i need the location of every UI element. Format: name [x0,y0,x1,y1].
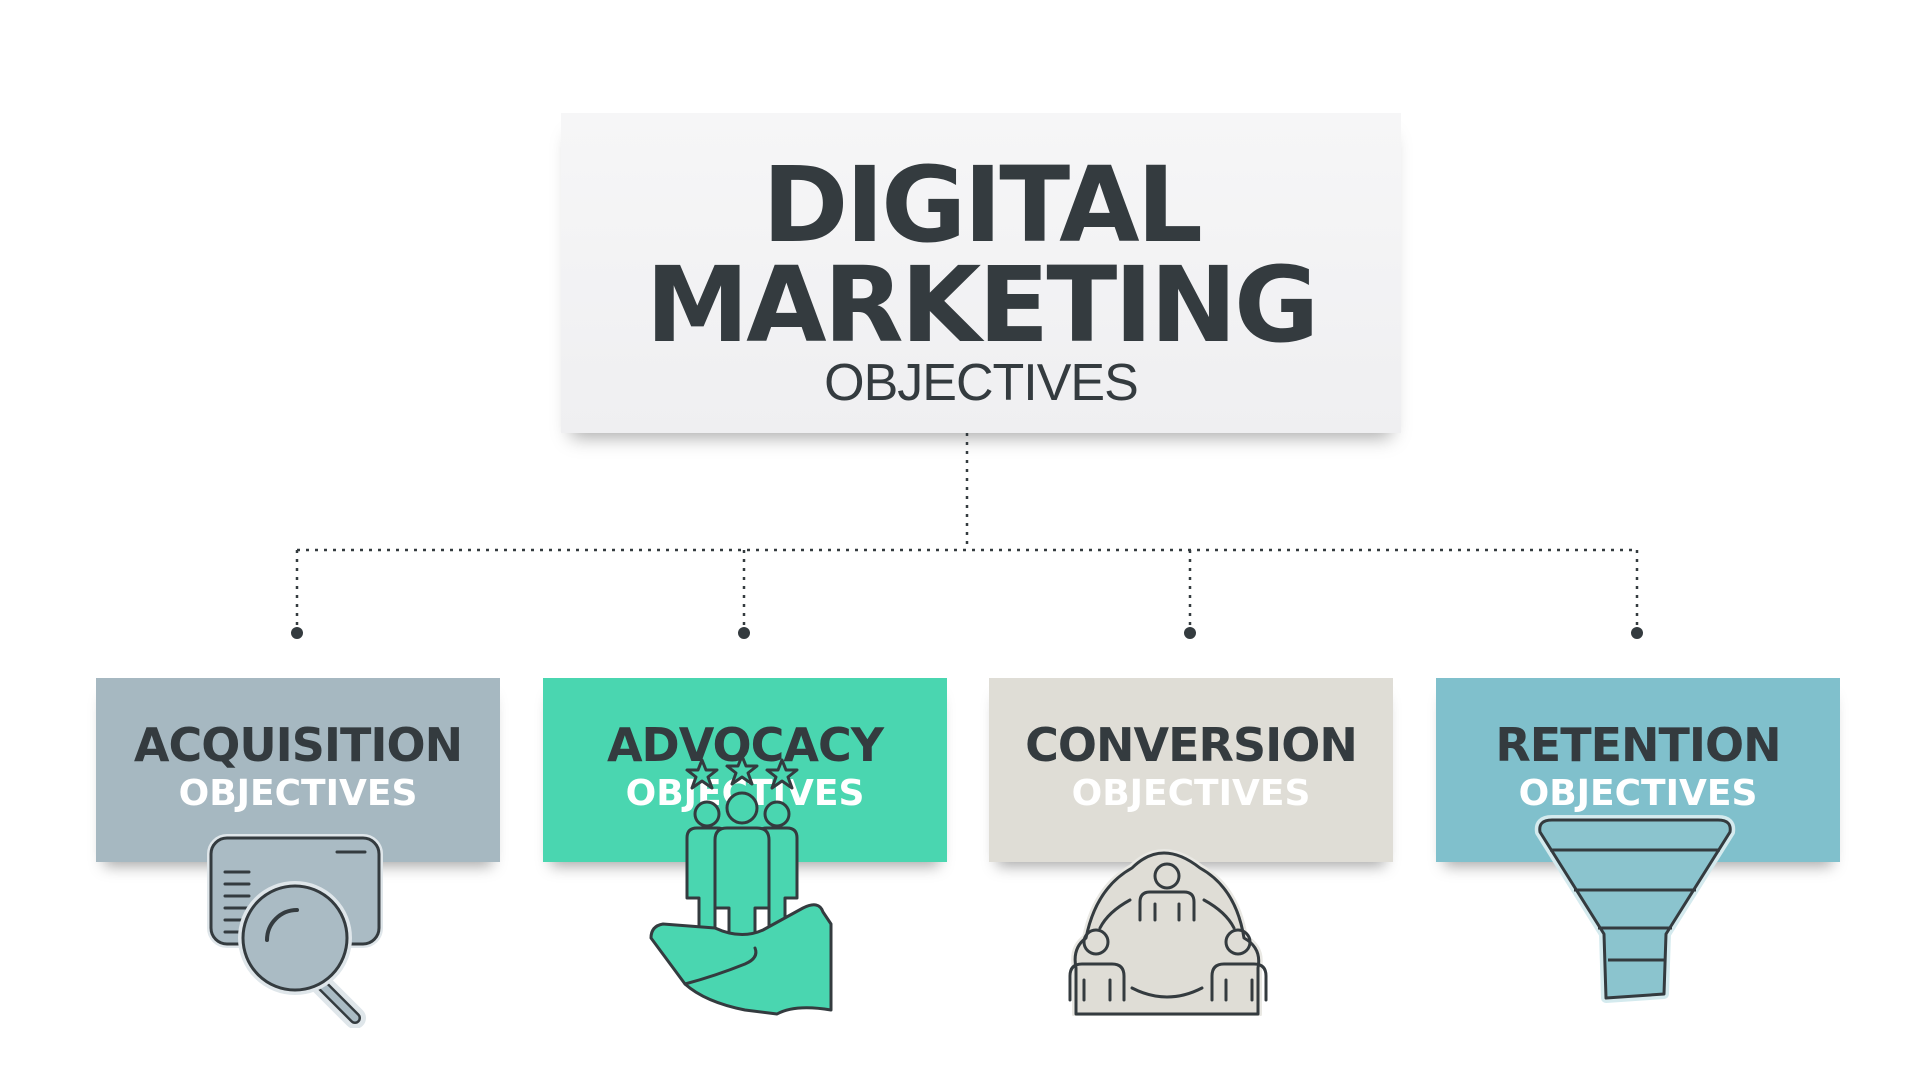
card-conversion: CONVERSION OBJECTIVES [989,678,1393,862]
main-title-box: DIGITAL MARKETING OBJECTIVES [561,113,1401,433]
funnel-icon [1534,815,1736,1003]
card-subtitle: OBJECTIVES [1071,773,1311,814]
card-title: CONVERSION [1025,718,1358,772]
connector-dot-retention [1631,627,1643,639]
title-line-digital: DIGITAL [762,144,1203,266]
card-title: ACQUISITION [133,718,463,772]
connector-dot-acquisition [291,627,303,639]
card-subtitle: OBJECTIVES [178,773,418,814]
people-network-icon [1068,849,1268,1016]
connector-dot-advocacy [738,627,750,639]
title-line-objectives: OBJECTIVES [824,354,1139,412]
search-screen-icon [207,834,383,1028]
card-title: ADVOCACY [606,718,884,772]
card-title: RETENTION [1495,718,1781,772]
card-acquisition: ACQUISITION OBJECTIVES [96,678,500,862]
title-line-marketing: MARKETING [645,244,1320,366]
connector-dot-conversion [1184,627,1196,639]
card-subtitle: OBJECTIVES [1518,773,1758,814]
hand-people-stars-icon [649,754,833,1016]
